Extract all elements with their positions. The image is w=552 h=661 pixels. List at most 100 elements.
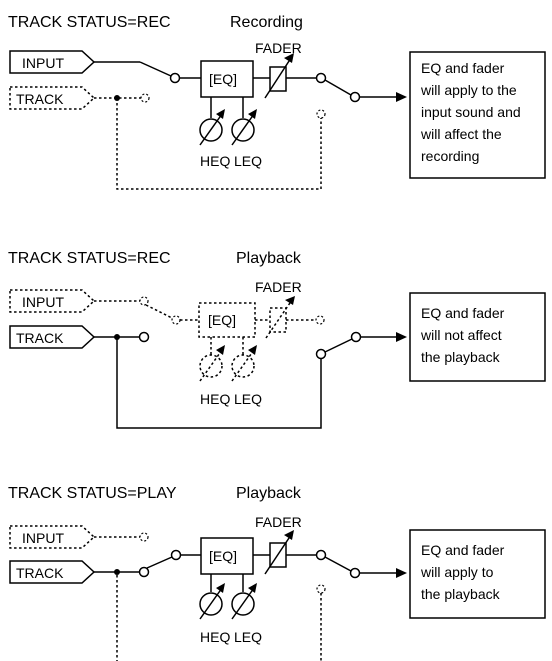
track-contact	[138, 566, 150, 578]
heq-arrow-line	[199, 349, 223, 382]
heq-arrow-head	[216, 109, 225, 119]
heq-arrow-head	[216, 345, 225, 355]
eq-label: [EQ]	[209, 71, 237, 87]
track-source-label: TRACK	[16, 91, 64, 107]
section-3-title: TRACK STATUS=PLAY	[8, 485, 177, 502]
heq-knob	[199, 118, 223, 142]
fader-arrow-line	[264, 57, 292, 99]
input-source-shape	[9, 50, 96, 74]
leq-knob	[231, 592, 255, 616]
heq-knob	[199, 354, 223, 378]
leq-knob	[231, 354, 255, 378]
fader-label: FADER	[255, 514, 302, 530]
loop-contact	[315, 348, 327, 360]
output-contact	[315, 549, 327, 561]
switch-contact	[169, 72, 181, 84]
input-contact	[139, 532, 149, 542]
input-source-shape	[9, 525, 96, 549]
eq-label: [EQ]	[209, 548, 237, 564]
track-contact	[140, 93, 150, 103]
output-node	[349, 567, 361, 579]
input-switch-arm	[139, 61, 172, 77]
result-line-1: EQ and fader	[421, 60, 505, 76]
track-source-shape	[9, 86, 96, 110]
track-contact	[138, 331, 150, 343]
output-contact	[315, 72, 327, 84]
track-switch-arm	[146, 556, 173, 569]
output-switch-arm	[324, 556, 352, 572]
leq-label: LEQ	[234, 629, 262, 645]
section-2-mode: Playback	[236, 250, 302, 267]
track-source-shape	[9, 560, 96, 584]
result-line-2: will apply to the	[420, 82, 517, 98]
input-switch-arm	[145, 304, 173, 319]
unused-contact	[316, 584, 326, 594]
leq-arrow-head	[248, 583, 257, 593]
leq-label: LEQ	[234, 391, 262, 407]
fader-label: FADER	[255, 40, 302, 56]
leq-arrow-line	[231, 349, 255, 382]
result-line-5: recording	[421, 148, 479, 164]
heq-label: HEQ	[200, 153, 230, 169]
heq-label: HEQ	[200, 629, 230, 645]
output-switch-arm	[324, 79, 352, 96]
heq-arrow-head	[216, 583, 225, 593]
switch-contact	[170, 549, 182, 561]
section-3-mode: Playback	[236, 485, 302, 502]
switch-contact	[171, 315, 181, 325]
section-rec-playback: TRACK STATUS=REC Playback INPUT TRACK [E…	[8, 250, 546, 429]
result-box	[409, 51, 546, 179]
section-1-title: TRACK STATUS=REC	[8, 14, 171, 31]
output-contact	[315, 315, 325, 325]
section-2-title: TRACK STATUS=REC	[8, 250, 171, 267]
fader-arrow-head	[285, 296, 295, 305]
track-loop-wire	[116, 98, 322, 190]
section-1-mode: Recording	[230, 14, 303, 31]
track-junction	[114, 569, 120, 575]
output-node	[349, 91, 361, 103]
result-box	[409, 529, 546, 619]
leq-knob	[231, 118, 255, 142]
fader-arrow-head	[284, 530, 294, 540]
result-box	[409, 292, 546, 382]
result-line-2: will apply to	[420, 564, 494, 580]
heq-arrow-line	[199, 587, 223, 620]
output-arrow-head	[396, 568, 407, 578]
result-line-3: input sound and	[421, 104, 521, 120]
section-rec-recording: TRACK STATUS=REC Recording INPUT TRACK […	[8, 14, 546, 190]
leq-label: LEQ	[234, 153, 262, 169]
output-arrow-head	[396, 332, 407, 342]
track-source-label: TRACK	[16, 565, 64, 581]
eq-block	[200, 60, 254, 98]
section-play-playback: TRACK STATUS=PLAY Playback INPUT TRACK […	[8, 485, 546, 661]
input-source-shape	[9, 289, 96, 313]
heq-knob	[199, 592, 223, 616]
fader-arrow-line	[264, 534, 292, 575]
output-arrow-head	[396, 92, 407, 102]
input-contact	[139, 296, 149, 306]
leq-arrow-head	[248, 345, 257, 355]
track-source-shape	[9, 325, 96, 349]
result-line-1: EQ and fader	[421, 305, 505, 321]
fader-arrow-head	[284, 53, 294, 63]
track-source-label: TRACK	[16, 330, 64, 346]
input-source-label: INPUT	[22, 294, 64, 310]
output-switch-arm	[324, 338, 353, 353]
track-loop-wire	[116, 337, 322, 429]
heq-arrow-line	[199, 113, 223, 146]
leq-arrow-line	[231, 587, 255, 620]
result-line-3: the playback	[421, 586, 501, 602]
result-line-2: will not affect	[420, 327, 502, 343]
result-line-1: EQ and fader	[421, 542, 505, 558]
heq-label: HEQ	[200, 391, 230, 407]
eq-block	[200, 537, 254, 575]
input-source-label: INPUT	[22, 530, 64, 546]
input-source-label: INPUT	[22, 55, 64, 71]
fader-block	[269, 66, 287, 92]
leq-arrow-head	[248, 109, 257, 119]
result-line-3: the playback	[421, 349, 501, 365]
eq-label: [EQ]	[208, 312, 236, 328]
unused-contact	[316, 109, 326, 119]
leq-arrow-line	[231, 113, 255, 146]
